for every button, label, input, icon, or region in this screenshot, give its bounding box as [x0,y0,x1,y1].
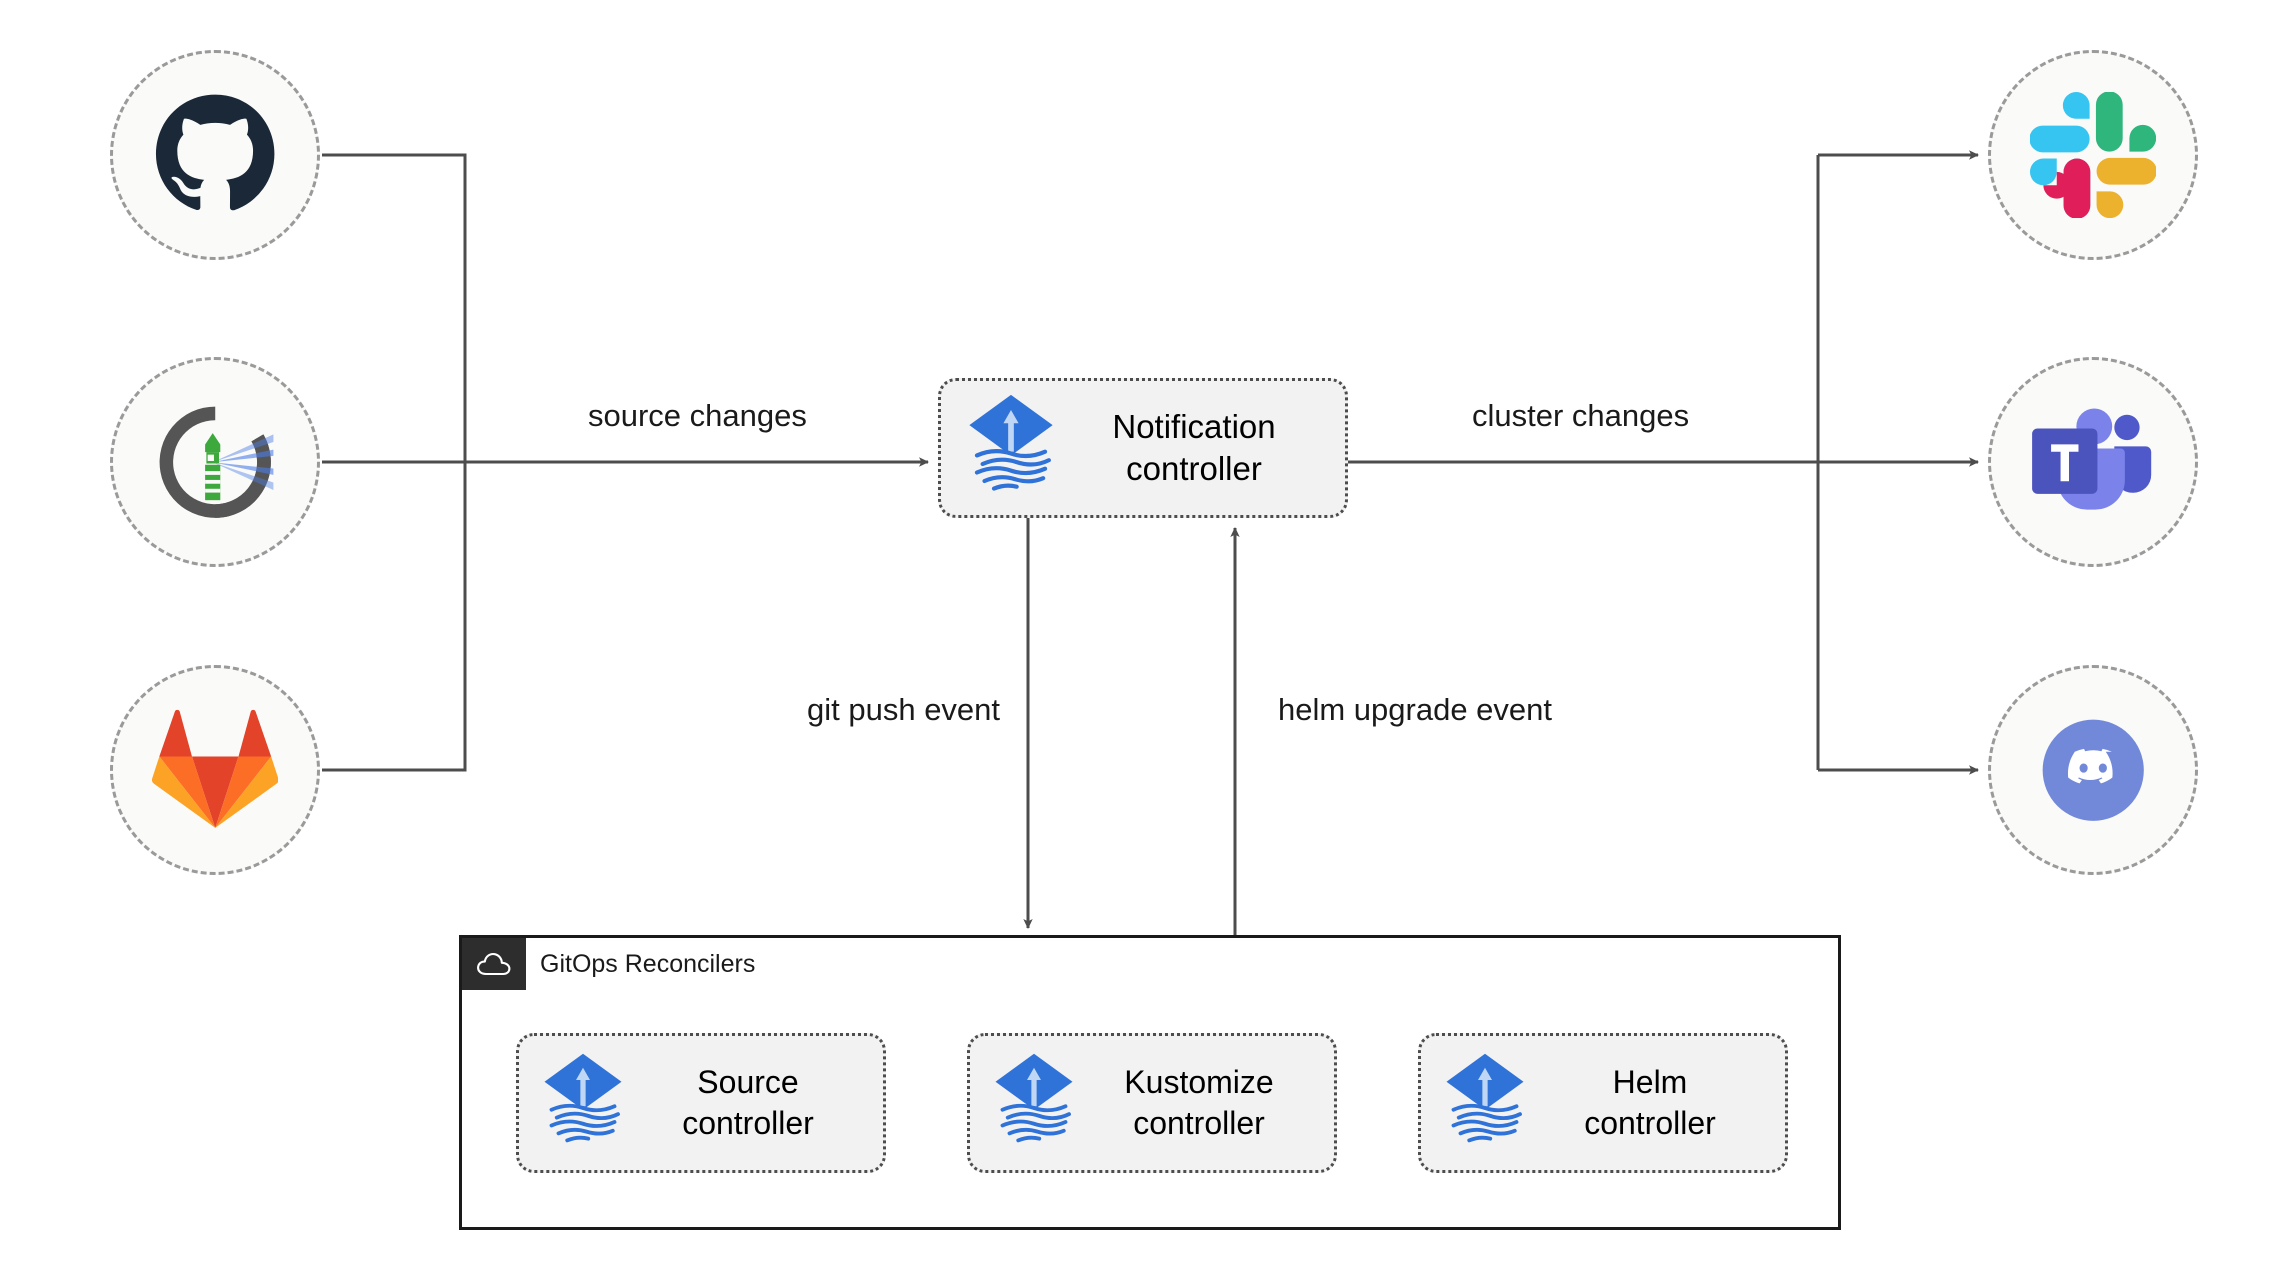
source-node-github[interactable] [110,50,320,260]
source-controller-label: Source controller [682,1064,814,1141]
kustomize-controller-box[interactable]: Kustomize controller [967,1033,1337,1173]
edge-label-source-changes: source changes [578,398,817,434]
target-node-slack[interactable] [1988,50,2198,260]
slack-icon [2029,91,2157,219]
source-node-flux[interactable] [110,357,320,567]
microsoft-teams-icon [2030,399,2156,525]
edge-label-helm-upgrade-event: helm upgrade event [1268,692,1563,728]
github-icon [152,92,278,218]
target-node-teams[interactable] [1988,357,2198,567]
flux-logo-icon [539,1052,627,1155]
flux-logo-icon [1441,1052,1529,1155]
discord-icon [2030,707,2156,833]
helm-controller-box[interactable]: Helm controller [1418,1033,1788,1173]
flux-logo-icon [990,1052,1078,1155]
gitops-reconcilers-container: GitOps Reconcilers Source controller [459,935,1841,1230]
kustomize-controller-label: Kustomize controller [1124,1064,1274,1141]
target-node-discord[interactable] [1988,665,2198,875]
edge-label-git-push-event: git push event [797,692,1011,728]
notification-controller-label: Notification controller [1112,407,1276,487]
source-controller-box[interactable]: Source controller [516,1033,886,1173]
helm-controller-label: Helm controller [1584,1064,1716,1141]
cloud-icon [462,938,526,990]
notification-controller-box[interactable]: Notification controller [938,378,1348,518]
gitops-reconcilers-title: GitOps Reconcilers [540,949,756,978]
flux-lighthouse-icon [152,399,278,525]
edge-label-cluster-changes: cluster changes [1462,398,1700,434]
source-node-gitlab[interactable] [110,665,320,875]
gitlab-icon [151,707,279,833]
flux-logo-icon [963,393,1059,504]
